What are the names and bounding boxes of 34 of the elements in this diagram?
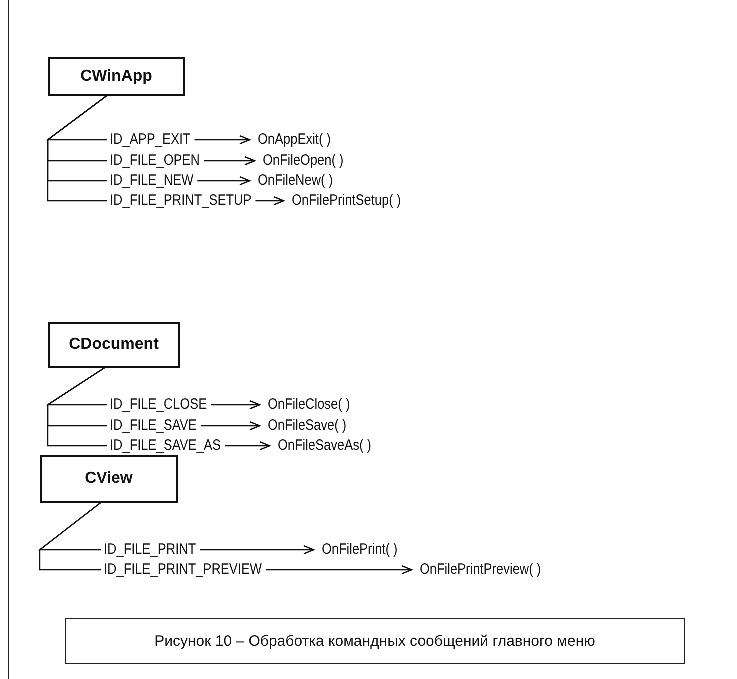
handler-name: OnFileSaveAs( ) [278, 436, 372, 456]
connector-line [47, 96, 108, 202]
handler-name: OnFileSave( ) [268, 416, 347, 436]
command-id: ID_FILE_NEW [110, 171, 194, 191]
handler-name: OnAppExit( ) [258, 130, 331, 150]
connector-line [47, 368, 107, 447]
arrow [204, 156, 256, 166]
arrow [256, 196, 285, 206]
arrow [211, 400, 261, 410]
arrow [225, 441, 271, 451]
figure-caption: Рисунок 10 – Обработка командных сообщений главного меню [65, 618, 685, 664]
handler-name: OnFileNew( ) [258, 171, 334, 191]
arrow [194, 135, 251, 145]
command-id: ID_FILE_PRINT [104, 540, 196, 560]
class-box: CWinApp [48, 57, 185, 96]
command-id: ID_FILE_OPEN [110, 151, 200, 171]
command-id: ID_APP_EXIT [110, 130, 191, 150]
arrow [200, 421, 261, 431]
connector-line [39, 502, 102, 571]
class-box: CView [40, 455, 178, 503]
handler-name: OnFileOpen( ) [263, 151, 344, 171]
arrow [266, 565, 413, 575]
command-id: ID_FILE_SAVE [110, 416, 197, 436]
class-box: CDocument [48, 322, 180, 368]
handler-name: OnFilePrintSetup( ) [292, 191, 402, 211]
command-id: ID_FILE_SAVE_AS [110, 436, 222, 456]
arrow [200, 545, 315, 555]
arrow [198, 176, 251, 186]
command-id: ID_FILE_PRINT_PREVIEW [104, 560, 262, 580]
handler-name: OnFileClose( ) [268, 395, 350, 415]
handler-name: OnFilePrint( ) [322, 540, 398, 560]
command-id: ID_FILE_CLOSE [110, 395, 208, 415]
command-id: ID_FILE_PRINT_SETUP [110, 191, 252, 211]
handler-name: OnFilePrintPreview( ) [420, 560, 542, 580]
